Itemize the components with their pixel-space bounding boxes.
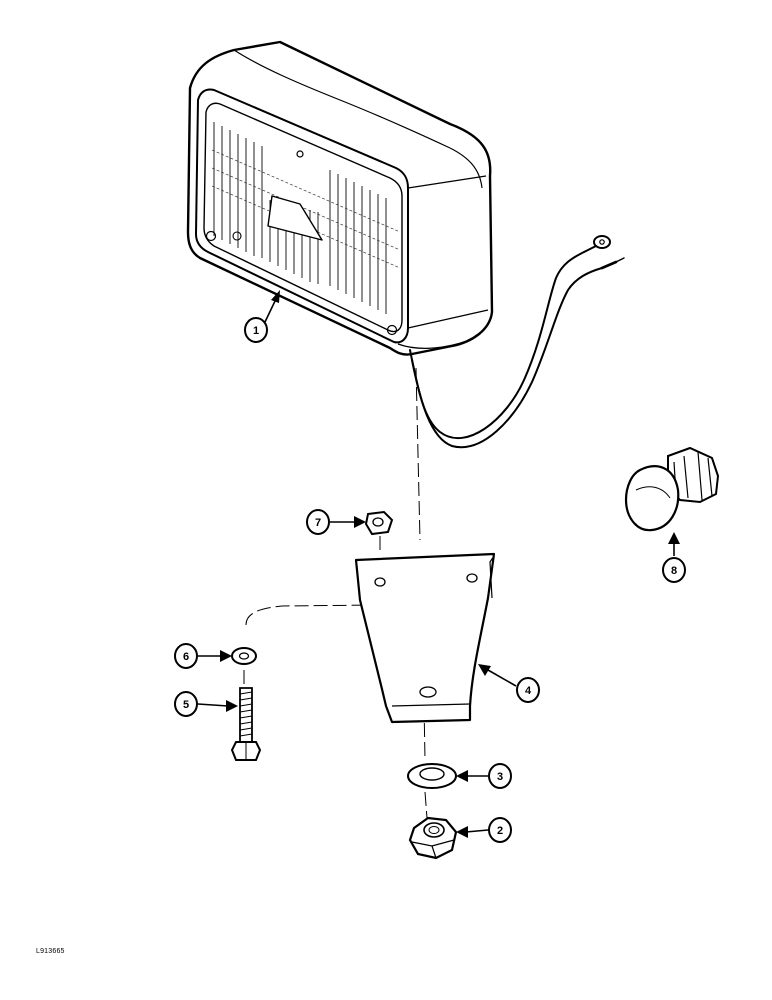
hex-nut-2 — [408, 816, 458, 860]
callout-label: 1 — [253, 325, 259, 337]
callout-7: 7 — [306, 509, 330, 535]
nut-7 — [364, 510, 394, 536]
lamp-wires — [409, 235, 625, 449]
callout-label: 4 — [525, 685, 532, 697]
callout-6: 6 — [174, 643, 198, 669]
callout-label: 7 — [315, 517, 321, 529]
callout-8: 8 — [662, 557, 686, 583]
figure-id: L913665 — [36, 948, 65, 955]
callout-3: 3 — [488, 763, 512, 789]
callout-1: 1 — [244, 317, 268, 343]
callout-2: 2 — [488, 817, 512, 843]
callout-label: 3 — [497, 771, 503, 783]
callout-4: 4 — [516, 677, 540, 703]
callout-label: 5 — [183, 699, 189, 711]
leader-arrows — [197, 290, 680, 838]
callout-5: 5 — [174, 691, 198, 717]
callout-label: 2 — [497, 825, 503, 837]
mounting-bracket — [354, 552, 496, 724]
work-lamp — [186, 40, 494, 356]
washer-6 — [231, 647, 257, 665]
washer-3 — [407, 763, 457, 789]
callout-label: 8 — [671, 565, 677, 577]
callout-label: 6 — [183, 651, 189, 663]
bolt-5 — [230, 687, 262, 761]
cable-gland-8 — [624, 446, 720, 532]
